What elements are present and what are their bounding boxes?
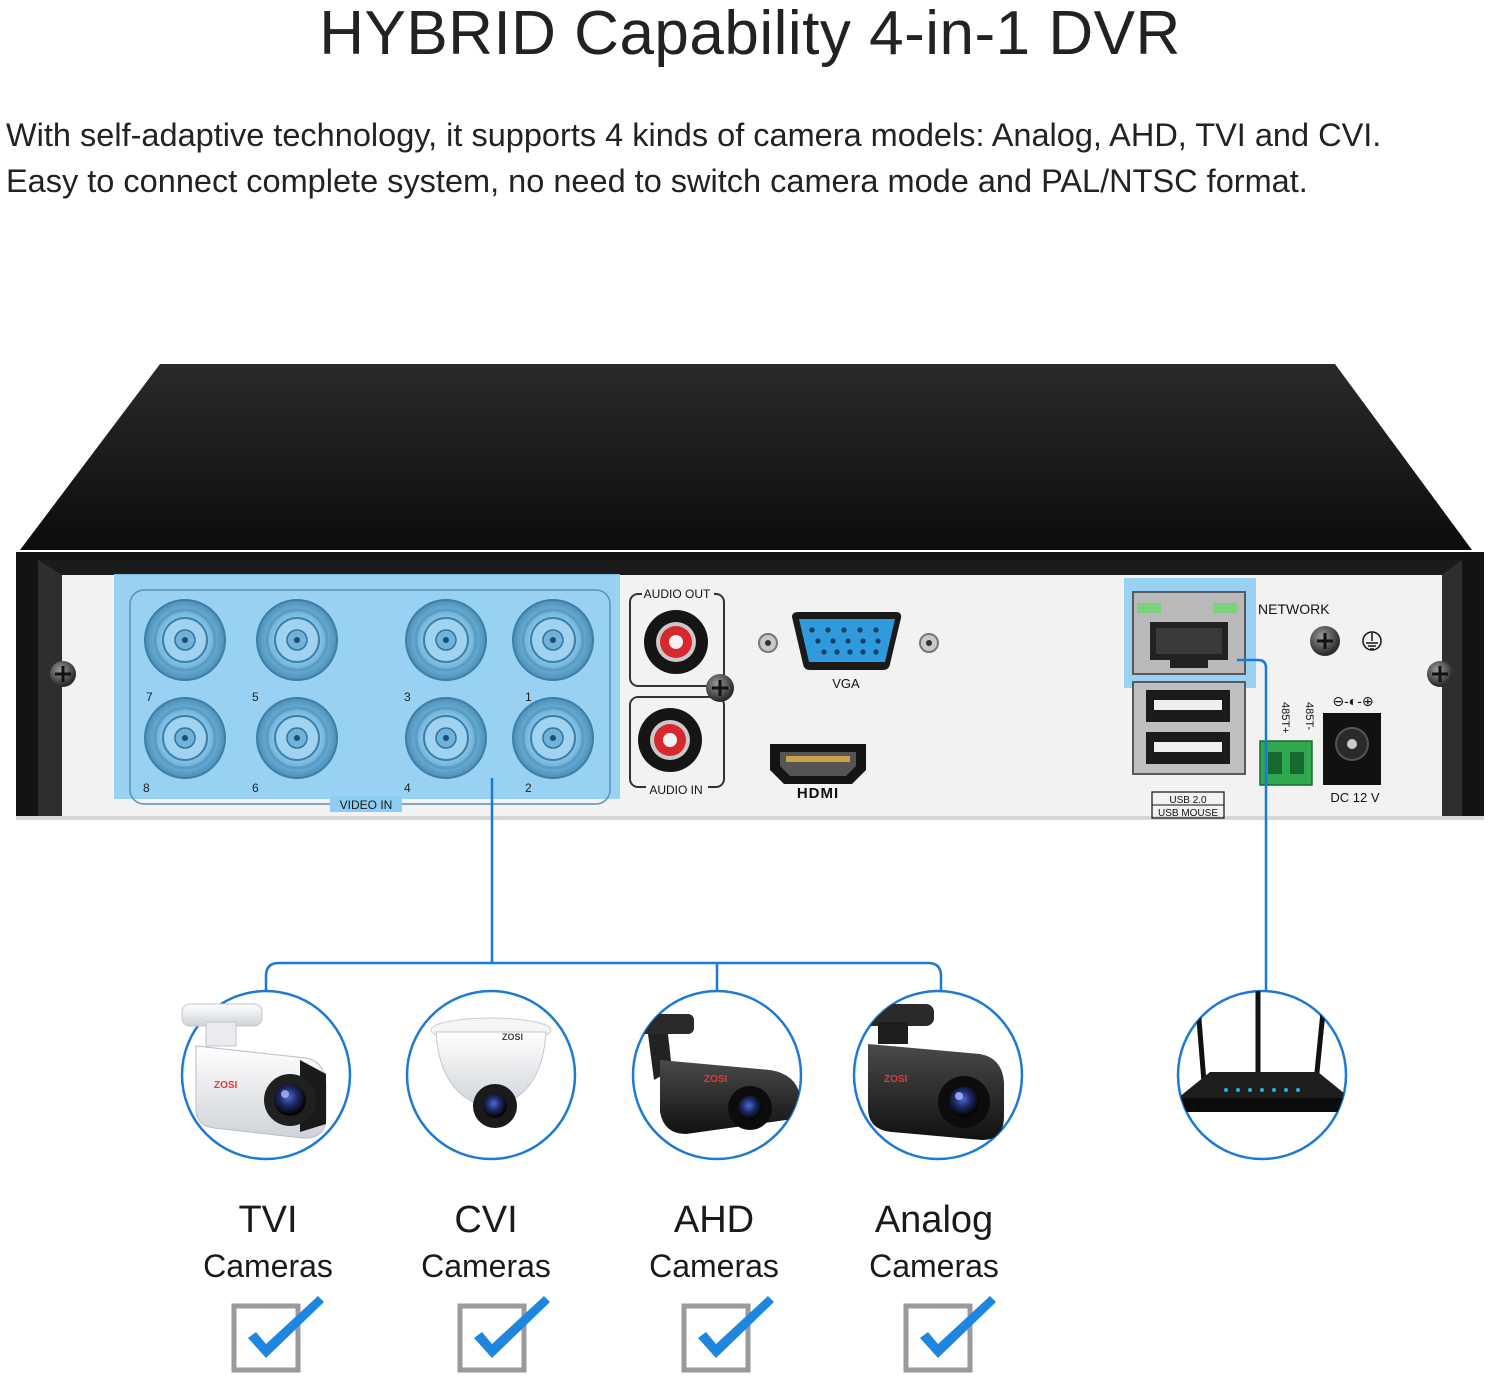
vga-port: VGA <box>758 612 939 691</box>
network-screw <box>1310 626 1340 656</box>
check-icon <box>231 1296 324 1373</box>
vga-label: VGA <box>832 676 860 691</box>
camera-type: TVI <box>238 1199 298 1241</box>
bnc-connector <box>405 599 487 681</box>
channel-label: 6 <box>252 781 259 795</box>
audio-in-label: AUDIO IN <box>649 783 702 797</box>
intro-text: With self-adaptive technology, it suppor… <box>6 112 1498 204</box>
bnc-connector <box>512 697 594 779</box>
connection-lines <box>264 658 1268 1063</box>
camera-label-analog: Analog Cameras <box>824 1198 1044 1286</box>
camera-type: CVI <box>454 1199 518 1241</box>
check-icon <box>903 1296 996 1373</box>
dc-power-port: ⊖-◐-⊕ DC 12 V <box>1323 693 1381 805</box>
bnc-connector <box>405 697 487 779</box>
brand-label: ZOSI <box>214 1080 238 1091</box>
rs485-minus-label: 485T- <box>1303 702 1315 730</box>
brand-label: ZOSI <box>884 1074 908 1085</box>
camera-sub: Cameras <box>649 1248 779 1284</box>
channel-label: 2 <box>525 781 532 795</box>
chassis-screw-left <box>50 661 76 687</box>
usb-label: USB 2.0 <box>1169 795 1207 806</box>
bnc-connector <box>512 599 594 681</box>
channel-label: 4 <box>404 781 411 795</box>
bnc-connector <box>256 697 338 779</box>
bnc-connectors <box>144 599 594 779</box>
chassis-screw-right <box>1427 661 1453 687</box>
bnc-connector <box>144 599 226 681</box>
polarity-icon: ⊖-◐-⊕ <box>1332 693 1373 709</box>
audio-out-port: AUDIO OUT <box>629 586 725 687</box>
rs485-terminal: 485T+ 485T- <box>1259 702 1315 786</box>
camera-label-cvi: CVI Cameras <box>376 1198 596 1286</box>
network-label: NETWORK <box>1258 601 1330 617</box>
ahd-camera-image: ZOSI <box>633 1014 800 1134</box>
tvi-camera-image: ZOSI <box>181 1003 327 1139</box>
bnc-connector <box>256 599 338 681</box>
camera-sub: Cameras <box>203 1248 333 1284</box>
channel-label: 8 <box>143 781 150 795</box>
ground-icon <box>1362 631 1382 651</box>
hdmi-port: HDMI <box>770 744 866 802</box>
usb-ports: USB 2.0 USB MOUSE <box>1132 681 1246 819</box>
audio-in-port: AUDIO IN <box>629 696 725 797</box>
channel-label: 1 <box>525 690 532 704</box>
channel-label: 3 <box>404 690 411 704</box>
cvi-camera-image: ZOSI <box>430 1017 552 1128</box>
power-label: DC 12 V <box>1330 790 1379 805</box>
bnc-connector <box>144 697 226 779</box>
intro-line-1: With self-adaptive technology, it suppor… <box>6 117 1382 153</box>
page-title: HYBRID Capability 4-in-1 DVR <box>319 0 1181 68</box>
camera-type: AHD <box>673 1199 755 1241</box>
brand-label: ZOSI <box>502 1032 523 1042</box>
rs485-plus-label: 485T+ <box>1279 702 1291 734</box>
video-in-label: VIDEO IN <box>340 798 393 812</box>
hdmi-label: HDMI <box>797 785 839 802</box>
intro-line-2: Easy to connect complete system, no need… <box>6 163 1308 199</box>
usb-mouse-label: USB MOUSE <box>1158 808 1218 819</box>
network-port <box>1132 591 1246 675</box>
camera-label-tvi: TVI Cameras <box>158 1198 378 1286</box>
analog-camera-image: ZOSI <box>854 1004 1004 1140</box>
audio-screw <box>706 674 734 702</box>
audio-out-label: AUDIO OUT <box>644 587 711 601</box>
brand-label: ZOSI <box>704 1074 728 1085</box>
channel-numbers: 7 5 3 1 8 6 4 2 <box>143 690 532 795</box>
check-icon <box>681 1296 774 1373</box>
camera-type: Analog <box>874 1199 994 1241</box>
channel-label: 7 <box>146 690 153 704</box>
camera-label-ahd: AHD Cameras <box>604 1198 824 1286</box>
check-icon <box>457 1296 550 1373</box>
channel-label: 5 <box>252 690 259 704</box>
camera-sub: Cameras <box>869 1248 999 1284</box>
camera-sub: Cameras <box>421 1248 551 1284</box>
checkboxes <box>231 1296 996 1373</box>
